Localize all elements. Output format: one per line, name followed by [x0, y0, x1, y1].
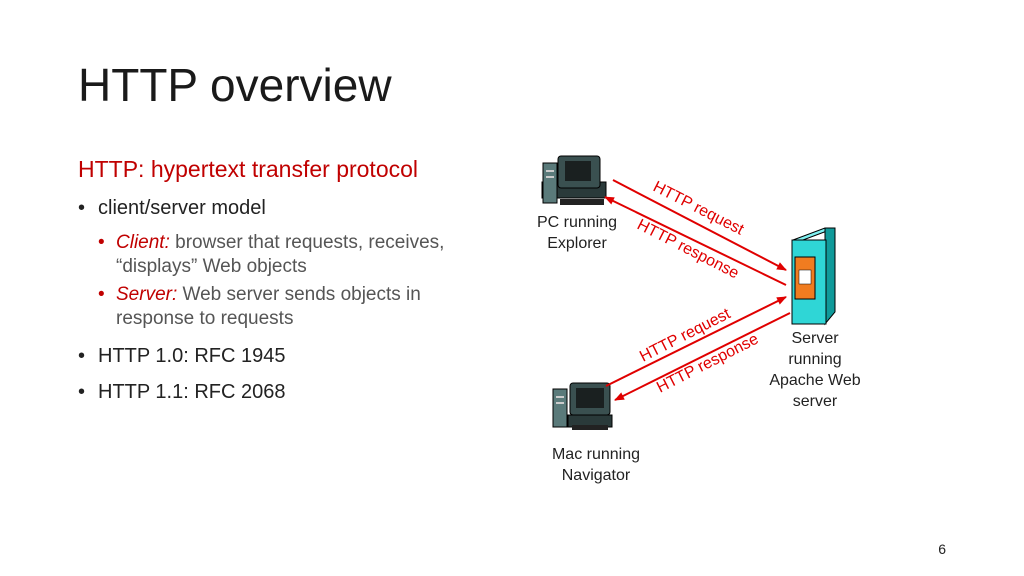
bullet-client: Client: browser that requests, receives,… [78, 231, 498, 279]
server-label: Server running Apache Web server [760, 328, 870, 412]
server-label-line: Apache Web [769, 372, 861, 389]
bullet-text: HTTP 1.0: RFC 1945 [98, 345, 286, 367]
arrow-mac-to-server [605, 296, 787, 387]
server-tower-icon [791, 227, 836, 326]
bullet-client-server: client/server model [78, 195, 498, 221]
slide-content: HTTP: hypertext transfer protocol client… [78, 156, 498, 415]
bullet-server: Server: Web server sends objects in resp… [78, 283, 498, 331]
server-label-line: server [792, 393, 838, 410]
page-number: 6 [938, 541, 946, 557]
bullet-http10: HTTP 1.0: RFC 1945 [78, 343, 498, 369]
mac-label-line: Navigator [561, 467, 631, 484]
server-label-line: Server [791, 330, 839, 347]
arrow-server-to-pc [604, 196, 787, 286]
slide-title: HTTP overview [78, 59, 392, 111]
pc-label-line: Explorer [547, 235, 607, 252]
mac-computer-icon [552, 382, 613, 430]
bullet-text: HTTP 1.1: RFC 2068 [98, 381, 286, 403]
arrow-server-to-mac [614, 312, 791, 401]
pc-computer-icon [541, 155, 607, 205]
server-text: Web server sends objects in response to … [116, 284, 421, 329]
server-label: Server: [116, 284, 178, 305]
pc-label-line: PC running [536, 214, 618, 231]
bullet-http11: HTTP 1.1: RFC 2068 [78, 379, 498, 405]
arrow-pc-to-server [612, 179, 787, 271]
client-label: Client: [116, 232, 170, 253]
bullet-text: client/server model [98, 197, 266, 219]
mac-label-line: Mac running [551, 446, 641, 463]
subtitle: HTTP: hypertext transfer protocol [78, 156, 419, 182]
client-text: browser that requests, receives, “displa… [116, 232, 445, 277]
mac-label: Mac running Navigator [540, 444, 652, 486]
server-label-line: running [788, 351, 842, 368]
pc-label: PC running Explorer [527, 212, 627, 254]
